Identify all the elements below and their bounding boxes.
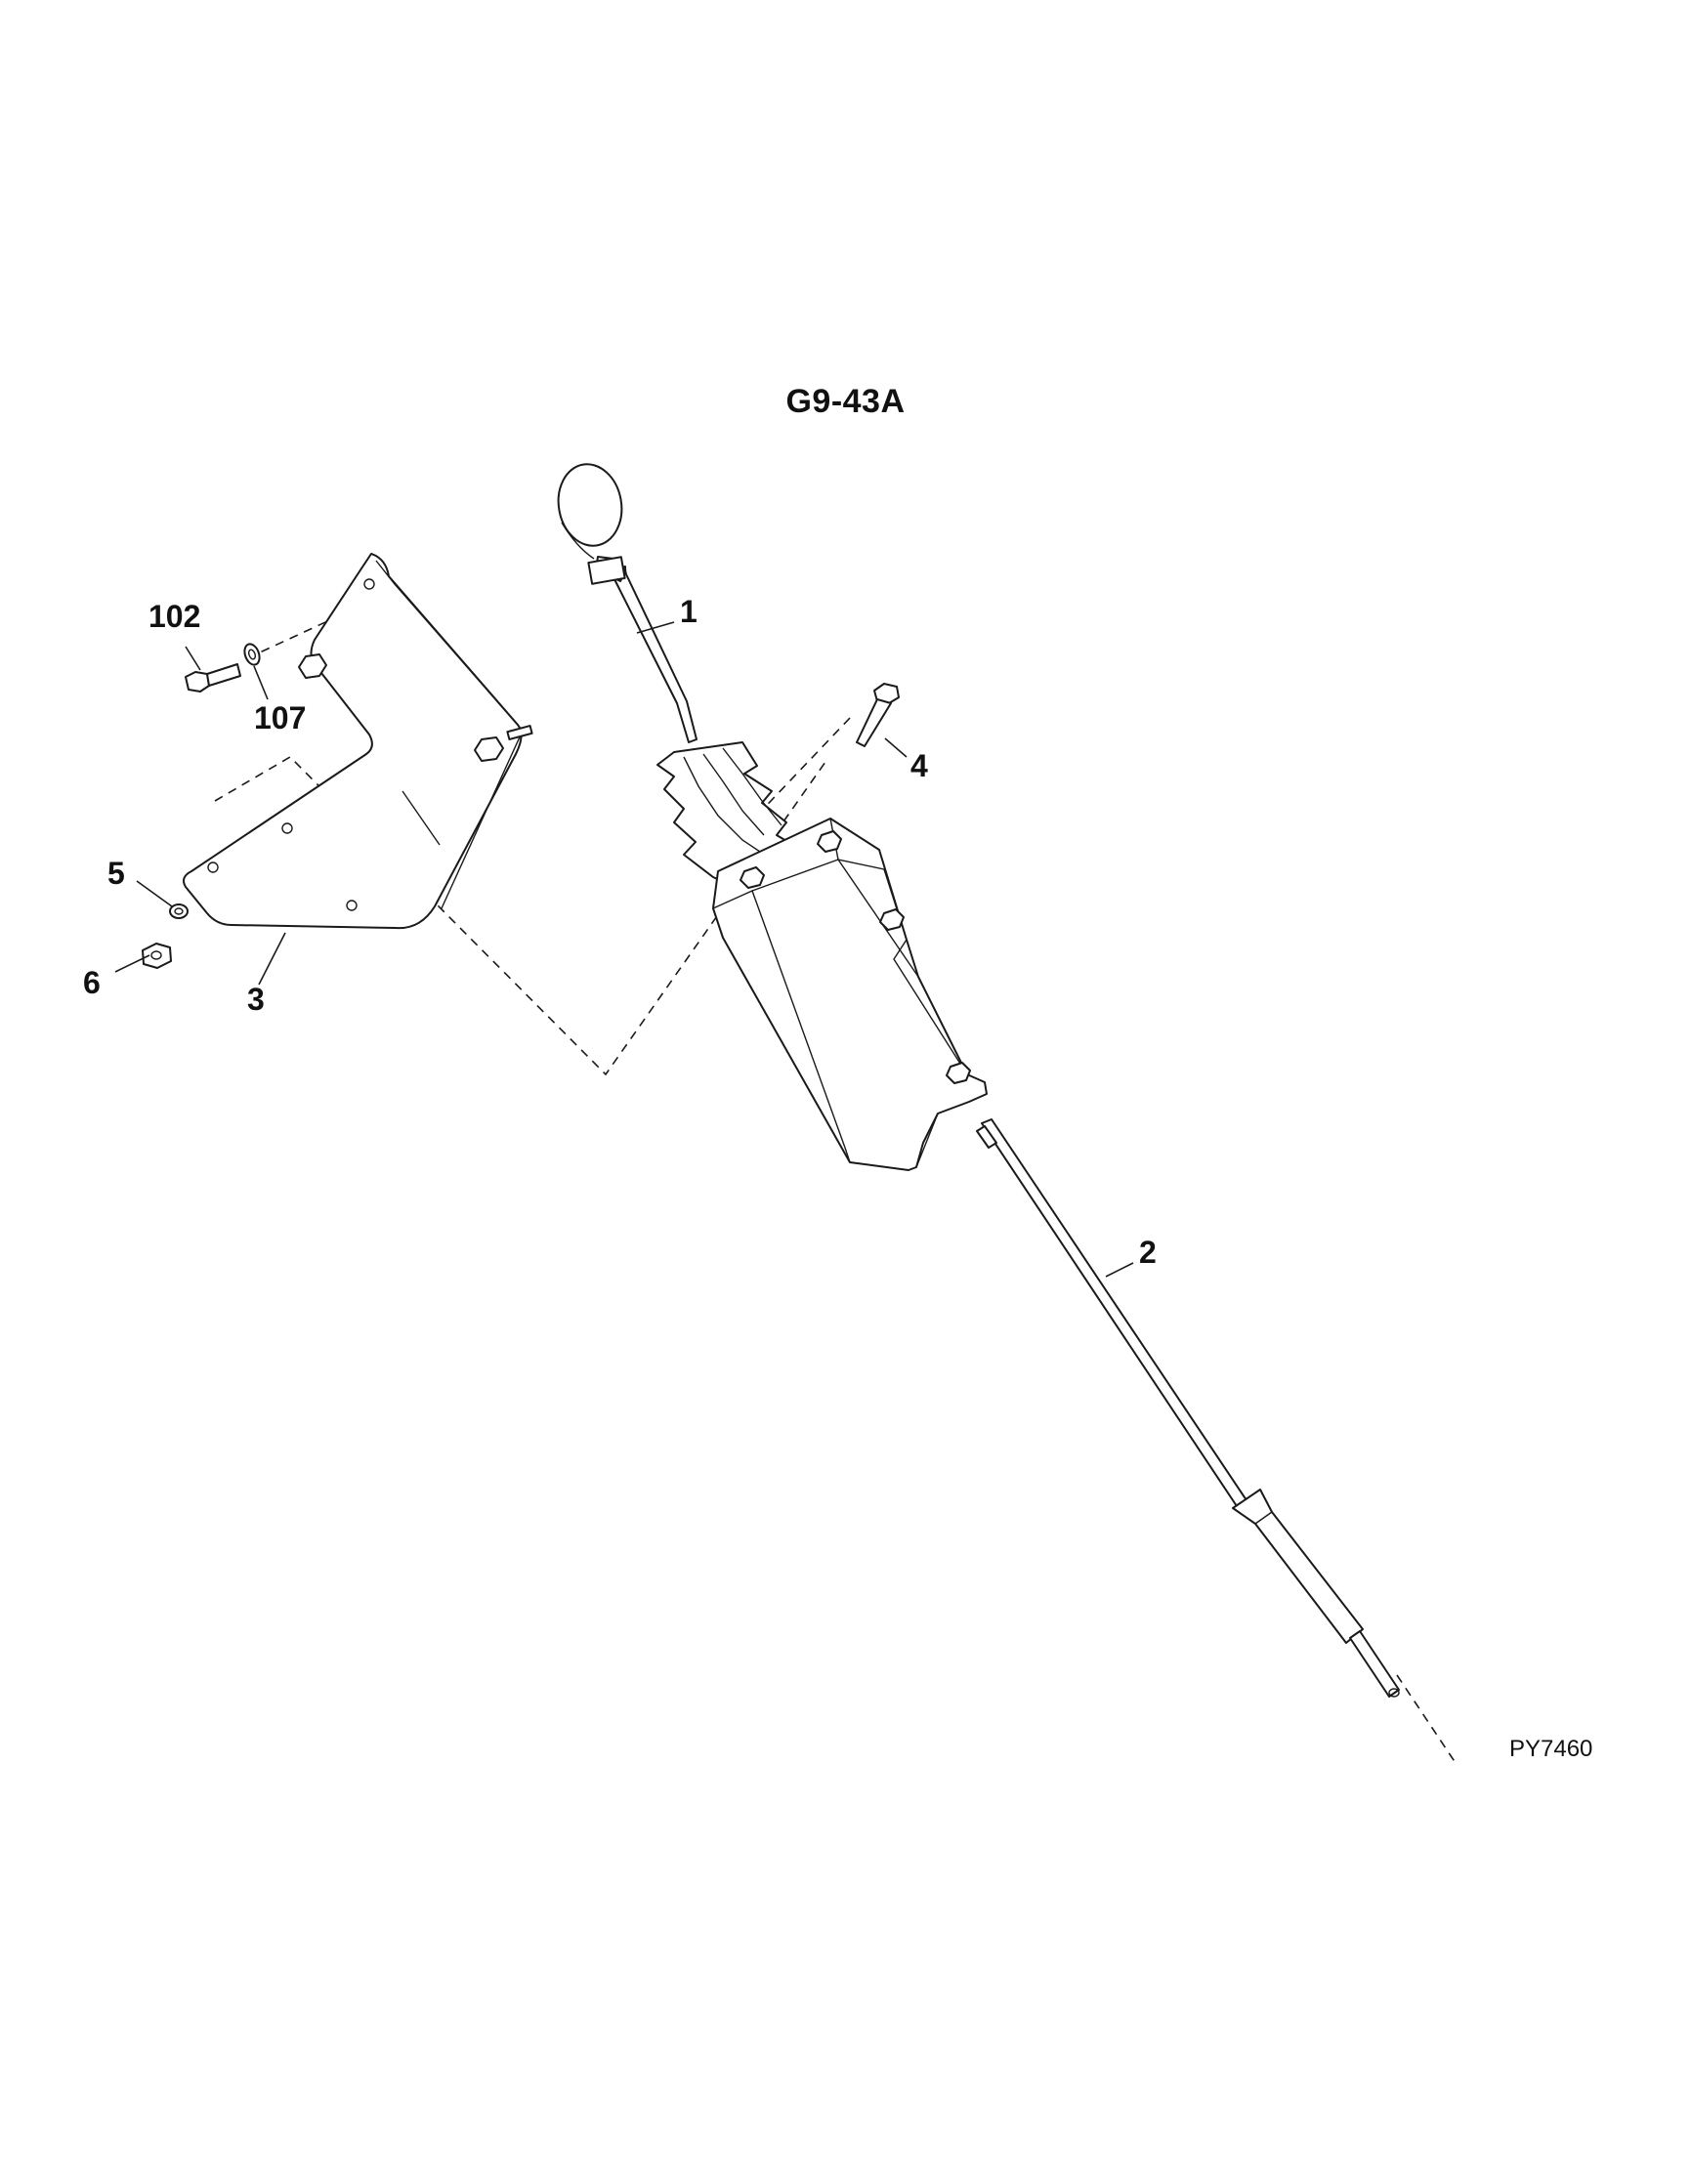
- callout-nut: 6: [83, 965, 101, 1000]
- drawing-title: G9-43A: [785, 383, 906, 420]
- capscrew-part: [185, 663, 241, 693]
- callout-washer: 5: [107, 856, 125, 891]
- control-cable: [976, 1118, 1400, 1698]
- nut-part: [142, 943, 172, 969]
- control-lever: [557, 463, 698, 743]
- leader-lines: [114, 621, 1134, 1278]
- lock-washer-part: [243, 643, 261, 666]
- callout-lock-washer: 107: [254, 700, 307, 735]
- control-housing: [712, 818, 988, 1171]
- bolt-part: [856, 683, 900, 747]
- callout-bolt: 4: [910, 748, 928, 783]
- callout-bracket: 3: [247, 982, 265, 1017]
- mounting-bracket: [183, 553, 533, 930]
- washer-part: [169, 903, 189, 919]
- drawing-code: PY7460: [1509, 1736, 1593, 1762]
- callout-cable: 2: [1139, 1235, 1157, 1270]
- callout-capscrew: 102: [148, 599, 201, 634]
- callout-lever: 1: [680, 594, 698, 629]
